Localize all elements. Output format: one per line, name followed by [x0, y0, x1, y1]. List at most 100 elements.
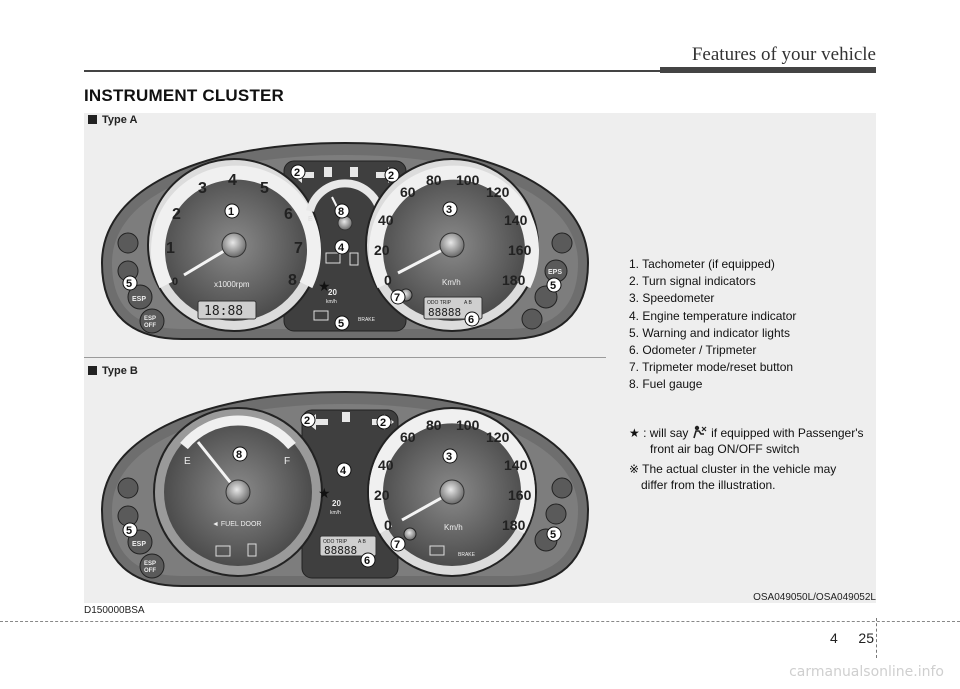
tach-number: 7 [294, 240, 303, 257]
speed-number: 140 [504, 457, 528, 473]
speed-number: 20 [374, 487, 390, 503]
speed-number: 80 [426, 172, 442, 188]
odometer-display: 88888 [428, 306, 461, 319]
star-icon: ★ [629, 426, 644, 440]
seatbelt-icon [342, 412, 350, 422]
speed-number: 180 [502, 517, 526, 533]
bullet-square-icon [88, 115, 97, 124]
svg-text:2: 2 [388, 170, 394, 182]
airbag-warning-icon [551, 232, 573, 254]
speed-unit-label: Km/h [444, 523, 463, 532]
svg-text:3: 3 [446, 451, 452, 463]
fuel-pump-icon [349, 252, 359, 266]
cluster-type-b: E F ◄ FUEL DOOR 20 km/h ODO TRIP A B 888… [100, 390, 590, 587]
engine-check-icon [215, 545, 231, 557]
svg-text:5: 5 [550, 529, 556, 541]
speed-number: 60 [400, 429, 416, 445]
svg-text:4: 4 [340, 465, 347, 477]
fuel-empty-label: E [308, 216, 313, 223]
speed-number: 0 [384, 517, 392, 533]
speed-number: 120 [486, 184, 510, 200]
section-title: INSTRUMENT CLUSTER [84, 86, 285, 105]
left-indicator-light [117, 232, 139, 254]
brake-label: BRAKE [458, 552, 476, 558]
fuel-pump-icon [247, 543, 257, 557]
legend-item: 7. Tripmeter mode/reset button [629, 360, 794, 375]
fuel-full-label: F [284, 456, 290, 467]
speed-number: 140 [504, 212, 528, 228]
tach-number: 6 [284, 206, 293, 223]
speed-number: 120 [486, 429, 510, 445]
passenger-airbag-off-icon [693, 425, 707, 439]
esp-indicator [127, 284, 153, 310]
battery-icon [429, 545, 445, 556]
svg-text:ESP: ESP [144, 561, 156, 567]
fuel-door-label: ◄ FUEL DOOR [212, 521, 261, 528]
type-a-label: Type A [88, 114, 137, 126]
fuel-gauge: E F [306, 179, 384, 231]
odo-ab-label: A B [464, 300, 472, 306]
speed-limit-value: 20 [328, 288, 337, 297]
tach-number: 0 [172, 276, 178, 288]
bullet-square-icon [88, 366, 97, 375]
headlight-icon [324, 167, 332, 177]
trip-reset-button[interactable] [403, 527, 417, 541]
legend-item: 5. Warning and indicator lights [629, 325, 790, 340]
speed-number: 180 [502, 272, 526, 288]
legend-item: 6. Odometer / Tripmeter [629, 343, 757, 358]
legend-item: 8. Fuel gauge [629, 377, 703, 392]
tach-number: 2 [172, 206, 181, 223]
legend-list: 1. Tachometer (if equipped) 2. Turn sign… [629, 256, 796, 394]
svg-text:OFF: OFF [144, 323, 156, 329]
svg-text:7: 7 [394, 292, 400, 304]
star-note: ★ : will say if equipped with Passenger'… [629, 425, 864, 456]
left-indicator-light [117, 477, 139, 499]
reference-mark-icon: ※ [629, 462, 643, 476]
trunk-open-icon [521, 308, 543, 330]
speed-number: 160 [508, 487, 532, 503]
svg-text:5: 5 [126, 278, 132, 290]
speedometer: 0 20 40 60 80 100 120 140 160 180 Km/h O… [365, 158, 539, 332]
svg-text:1: 1 [228, 206, 234, 218]
cluster-type-a: 0 1 2 3 4 5 6 7 8 x1000rpm 18:88 E F 20 … [100, 141, 590, 340]
odo-trip-label: ODO TRIP [323, 539, 348, 545]
tach-number: 3 [198, 180, 207, 197]
clock-display: 18:88 [204, 304, 243, 319]
speed-number: 80 [426, 417, 442, 433]
svg-text:ESP: ESP [132, 296, 146, 303]
svg-text:8: 8 [236, 449, 242, 461]
header-rule [84, 70, 876, 72]
svg-text:6: 6 [364, 555, 370, 567]
svg-text:OFF: OFF [144, 568, 156, 574]
page-number: 25 [858, 630, 874, 646]
svg-text:2: 2 [304, 415, 310, 427]
speed-number: 40 [378, 457, 394, 473]
svg-text:3: 3 [446, 204, 452, 216]
seatbelt-icon [350, 167, 358, 177]
battery-icon [313, 310, 329, 321]
speed-limit-unit: km/h [326, 299, 337, 305]
chapter-number: 4 [830, 630, 838, 646]
type-b-label: Type B [88, 365, 138, 377]
speed-number: 20 [374, 242, 390, 258]
figure-code: OSA049050L/OSA049052L [753, 592, 876, 603]
speed-number: 60 [400, 184, 416, 200]
odo-trip-label: ODO TRIP [427, 300, 452, 306]
svg-text:5: 5 [126, 525, 132, 537]
section-code: D150000BSA [84, 605, 145, 616]
star-icon: ★ [318, 485, 331, 501]
esp-off-indicator [139, 308, 165, 334]
callout-numbers: 1 2 2 3 4 5 5 5 6 7 8 [122, 164, 562, 331]
legend-item: 4. Engine temperature indicator [629, 308, 797, 323]
tach-unit-label: x1000rpm [214, 280, 250, 289]
svg-text:4: 4 [338, 242, 345, 254]
speed-limit-value: 20 [332, 499, 341, 508]
svg-text:ESP: ESP [132, 541, 146, 548]
svg-text:2: 2 [380, 417, 386, 429]
svg-text:5: 5 [338, 318, 344, 330]
svg-text:EPS: EPS [548, 269, 562, 276]
engine-check-icon [325, 252, 341, 264]
legend-item: 3. Speedometer [629, 291, 715, 306]
svg-text:6: 6 [468, 314, 474, 326]
esp-off-indicator [139, 553, 165, 579]
